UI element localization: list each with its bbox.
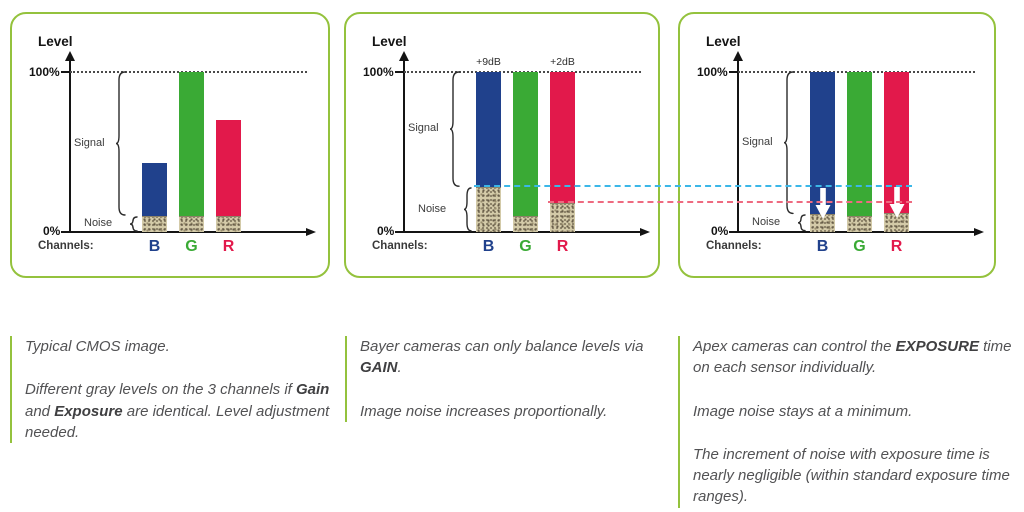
tick-mark-0: [395, 231, 404, 233]
x-axis-line: [403, 231, 641, 233]
channel-label-G: G: [519, 238, 532, 255]
noise-label: Noise: [418, 202, 447, 215]
y-axis-line: [69, 60, 71, 232]
y-axis-title: Level: [38, 34, 73, 49]
bar-G: [179, 72, 204, 232]
bar-G: [847, 72, 872, 232]
tick-mark-100: [61, 71, 70, 73]
x-axis-arrowhead-icon: [640, 227, 650, 236]
chart-panel-apex-exposure: Level 100% 0% Signal Noise Channels: B G R: [678, 12, 996, 278]
channels-label: Channels:: [706, 240, 762, 252]
channel-label-B: B: [482, 238, 495, 255]
channel-label-R: R: [222, 238, 235, 255]
signal-brace: [783, 71, 794, 220]
noise-segment-B: [476, 187, 501, 232]
bar-B: [142, 163, 167, 232]
caption-paragraph: Typical CMOS image.: [25, 338, 170, 355]
tick-mark-100: [395, 71, 404, 73]
ytick-100-label: 100%: [697, 65, 728, 79]
channel-label-B: B: [816, 238, 829, 255]
noise-segment-B: [810, 214, 835, 232]
tick-mark-0: [61, 231, 70, 233]
channel-label-R: R: [890, 238, 903, 255]
caption-paragraph: Different gray levels on the 3 channels …: [25, 381, 330, 441]
y-axis-title: Level: [372, 34, 407, 49]
channels-label: Channels:: [372, 240, 428, 252]
x-axis-arrowhead-icon: [306, 227, 316, 236]
noise-label: Noise: [84, 217, 113, 229]
channel-label-R: R: [556, 238, 569, 255]
x-axis-line: [69, 231, 307, 233]
signal-brace: [115, 71, 126, 221]
caption-apex-exposure: Apex cameras can control the EXPOSURE ti…: [678, 336, 1016, 508]
signal-label: Signal: [408, 122, 439, 135]
y-axis-line: [737, 60, 739, 232]
noise-segment-G: [513, 216, 538, 232]
exposure-reduction-arrow-B: [814, 188, 831, 220]
channel-label-B: B: [148, 238, 161, 255]
noise-segment-R: [216, 216, 241, 232]
noise-brace: [463, 187, 472, 237]
x-axis-line: [737, 231, 975, 233]
noise-level-connector-blue: [474, 185, 912, 188]
y-axis-arrowhead-icon: [733, 51, 743, 61]
channels-label: Channels:: [38, 240, 94, 252]
y-axis-arrowhead-icon: [399, 51, 409, 61]
bar-R: [216, 120, 241, 232]
bar-chart-bayer-gain: Level 100% 0% Signal Noise Channels: B G R…: [346, 14, 658, 276]
ytick-100-label: 100%: [363, 65, 394, 79]
caption-bayer-gain: Bayer cameras can only balance levels vi…: [345, 336, 661, 422]
gain-annotation-B: +9dB: [476, 56, 501, 68]
chart-panel-bayer-gain: Level 100% 0% Signal Noise Channels: B G R…: [344, 12, 660, 278]
x-axis-arrowhead-icon: [974, 227, 984, 236]
ytick-0-label: 0%: [43, 224, 61, 238]
bar-R: [884, 72, 909, 232]
tick-mark-0: [729, 231, 738, 233]
bar-chart-apex-exposure: Level 100% 0% Signal Noise Channels: B G R: [680, 14, 994, 276]
caption-paragraph: Image noise increases proportionally.: [360, 402, 608, 420]
channel-label-G: G: [185, 238, 198, 255]
noise-brace: [797, 214, 806, 237]
channel-label-G: G: [853, 238, 866, 255]
signal-brace: [449, 71, 460, 193]
bar-chart-typical-cmos: Level 100% 0% Signal Noise Channels: B G R: [12, 14, 328, 276]
noise-brace: [129, 216, 138, 237]
bar-B: [476, 72, 501, 232]
bar-B: [810, 72, 835, 232]
bar-R: [550, 72, 575, 232]
gain-annotation-R: +2dB: [550, 56, 575, 68]
caption-paragraph: Image noise stays at a minimum.: [693, 402, 913, 420]
noise-segment-G: [847, 216, 872, 232]
noise-segment-G: [179, 216, 204, 232]
noise-segment-B: [142, 215, 167, 232]
caption-paragraph: Bayer cameras can only balance levels vi…: [360, 338, 644, 377]
noise-label: Noise: [752, 216, 781, 229]
noise-level-connector-red: [548, 201, 912, 204]
signal-label: Signal: [742, 135, 773, 148]
signal-label: Signal: [74, 136, 105, 149]
caption-paragraph: The increment of noise with exposure tim…: [693, 445, 1010, 506]
ytick-100-label: 100%: [29, 65, 60, 79]
chart-panel-typical-cmos: Level 100% 0% Signal Noise Channels: B G R: [10, 12, 330, 278]
tick-mark-100: [729, 71, 738, 73]
noise-segment-R: [550, 203, 575, 232]
ytick-0-label: 0%: [377, 224, 395, 238]
exposure-reduction-arrow-R: [888, 186, 905, 219]
caption-paragraph: Apex cameras can control the EXPOSURE ti…: [693, 338, 1012, 377]
y-axis-title: Level: [706, 34, 741, 49]
y-axis-arrowhead-icon: [65, 51, 75, 61]
ytick-0-label: 0%: [711, 224, 729, 238]
caption-typical-cmos: Typical CMOS image. Different gray levels…: [10, 336, 332, 444]
bar-G: [513, 72, 538, 232]
y-axis-line: [403, 60, 405, 232]
